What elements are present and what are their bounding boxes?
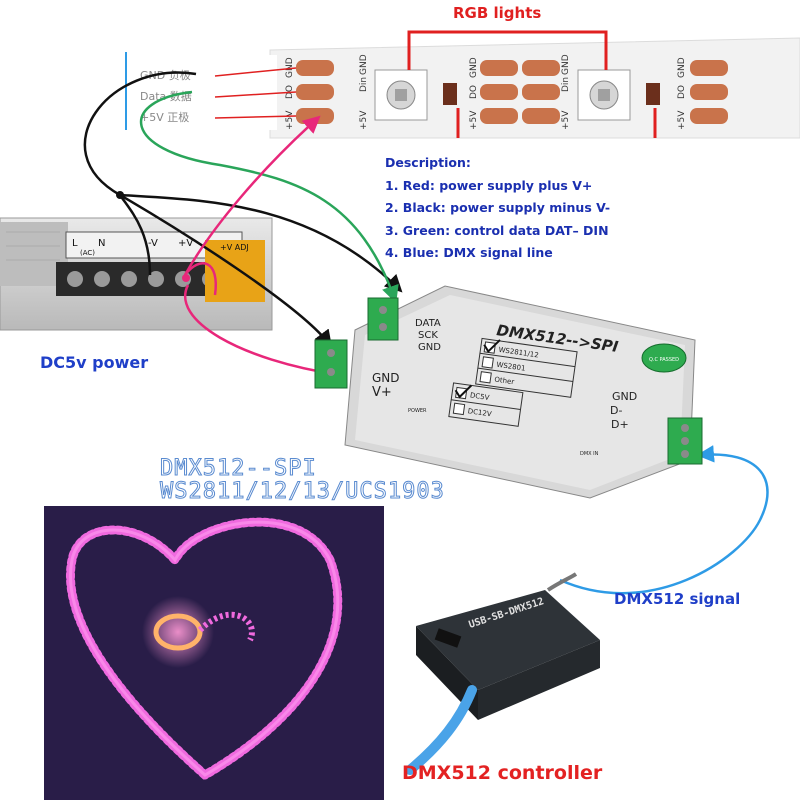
strip-do-label: DO [469,85,479,99]
heart-led-photo [44,506,384,800]
led-chip-icon [577,69,660,121]
terminal-block-data [367,297,399,341]
strip-5v-label: +5V [285,110,295,130]
decoder-gnd-label: GND [418,342,441,353]
description-item-green: 3. Green: control data DAT– DIN [385,222,609,238]
description-item-blue: 4. Blue: DMX signal line [385,245,553,260]
blue-wire [559,445,769,595]
model-line-2: WS2811/12/13/UCS1903 [160,479,445,505]
description-title: Description: [385,155,471,170]
terminal-l-label: L [72,238,78,249]
strip-do-label: DO [677,85,687,99]
checkmark-icon [483,339,501,353]
gnd-cn-label: GND 负极 [140,68,191,82]
strip-gnd-label: GND [677,57,687,78]
dmx-controller-device: USB-SB-DMX512 [405,572,600,775]
strip-5v-label: +5V [469,110,479,130]
qc-badge: Q.C PASSED [641,343,687,373]
decoder-data-label: DATA [415,318,441,329]
strip-gnd-label: GND [561,54,571,75]
strip-5v-label: +5V [561,110,571,130]
decoder-right-dplus: D+ [611,418,629,431]
rgb-lights-title: RGB lights [453,4,542,22]
data-cn-label: Data 数据 [140,89,192,103]
terminal-n-label: N [98,238,105,249]
voltage-option-2: DC12V [467,407,492,418]
terminal-plus-label: +V [178,238,193,249]
decoder-power-v-label: V+ [372,385,392,400]
dc5v-power-caption: DC5v power [40,353,149,372]
strip-gnd-label: GND [285,57,295,78]
strip-5v-label: +5V [359,110,369,130]
dmx-controller-caption: DMX512 controller [402,762,603,784]
dmx-signal-caption: DMX512 signal [614,590,741,608]
decoder-dmx-in: DMX IN [580,451,599,457]
usb-cable [405,685,477,775]
wires [83,71,769,595]
black-wire [119,193,403,293]
description-box: Description: 1. Red: power supply plus V… [385,152,610,265]
terminal-block-dmx [667,417,703,465]
power-supply: L N -V +V +V ADJ (AC) [0,217,273,331]
led-chip-icon [374,69,457,121]
chip-option-3: Other [494,376,515,387]
strip-din-label: Din [561,77,571,92]
decoder-power-small: POWER [408,408,427,414]
ac-label: (AC) [80,249,95,257]
v5-cn-label: +5V 正极 [140,110,189,124]
decoder-sck-label: SCK [418,330,438,341]
model-line-1: DMX512--SPI [160,456,317,482]
svg-text:Q.C PASSED: Q.C PASSED [649,357,679,363]
terminal-minus-label: -V [148,238,158,249]
strip-gnd-label: GND [359,54,369,75]
terminal-adj-label: +V ADJ [220,243,249,252]
decoder-right-dminus: D- [610,404,622,417]
dmx-decoder: DMX512-->SPI DATA SCK GND GND V+ POWER G… [314,285,703,499]
magenta-wire [183,115,321,276]
strip-din-label: Din [359,77,369,92]
magenta-wire [184,284,344,382]
terminal-block-power [314,339,348,389]
led-strip: GND DO +5V Din GND +5V GND DO +5V Din GN… [122,30,800,139]
decoder-power-gnd-label: GND [372,371,400,385]
green-wire [139,90,399,304]
description-item-red: 1. Red: power supply plus V+ [385,177,593,193]
voltage-option-1: DC5V [469,391,490,402]
decoder-right-gnd: GND [612,390,637,403]
description-item-black: 2. Black: power supply minus V- [385,200,611,215]
strip-gnd-label: GND [469,57,479,78]
chip-option-2: WS2801 [496,361,526,373]
strip-5v-label: +5V [677,110,687,130]
checkmark-icon [454,384,473,399]
